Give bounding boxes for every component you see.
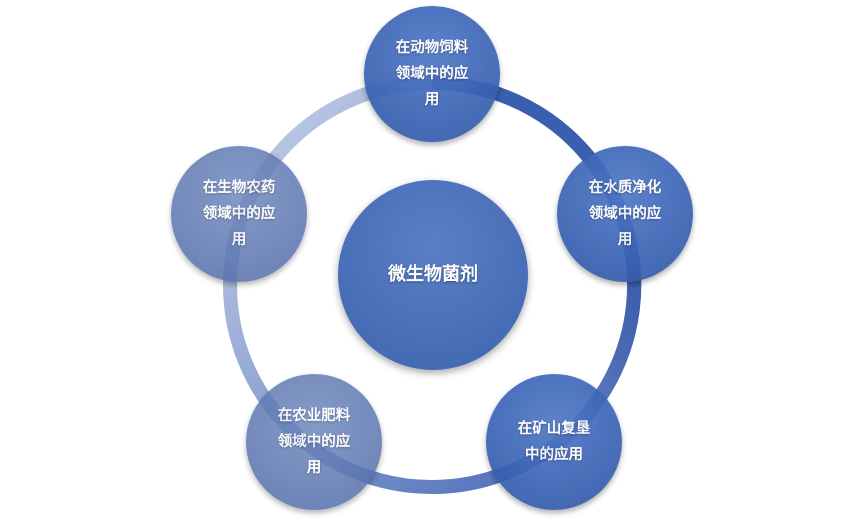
node-label: 在动物饲料 领域中的应 用: [395, 40, 469, 108]
center-node: 微生物菌剂: [338, 180, 528, 370]
node-label: 在农业肥料 领域中的应 用: [277, 408, 351, 476]
center-label: 微生物菌剂: [388, 264, 478, 285]
node-water-purification: 在水质净化 领域中的应 用: [557, 146, 693, 282]
node-label: 在矿山复垦 中的应用: [517, 421, 591, 463]
node-biological-pesticide: 在生物农药 领域中的应 用: [171, 146, 307, 282]
node-agricultural-fertilizer: 在农业肥料 领域中的应 用: [246, 374, 382, 510]
node-mine-reclamation: 在矿山复垦 中的应用: [486, 374, 622, 510]
node-label: 在生物农药 领域中的应 用: [202, 180, 276, 248]
node-label: 在水质净化 领域中的应 用: [588, 180, 662, 248]
node-animal-feed: 在动物饲料 领域中的应 用: [364, 6, 500, 142]
